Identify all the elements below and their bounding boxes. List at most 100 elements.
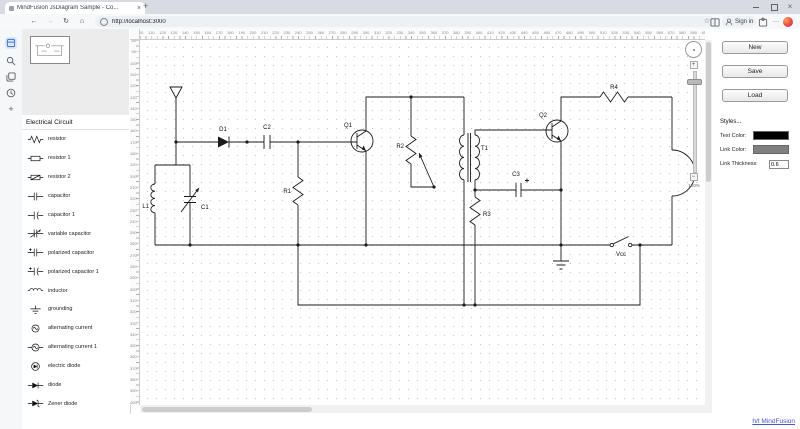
ruler-number: 160 <box>130 128 137 134</box>
palette-item-alternating-current-1[interactable]: alternating current 1 <box>22 338 129 357</box>
text-color-swatch[interactable] <box>753 131 789 140</box>
ruler-number: 350 <box>419 30 426 35</box>
label-q2: Q2 <box>539 113 548 119</box>
label-r2: R2 <box>396 144 404 150</box>
ruler-number: 380 <box>130 377 137 382</box>
component-q1[interactable] <box>350 129 374 153</box>
forward-button[interactable]: → <box>46 18 54 25</box>
ruler-number: 290 <box>130 275 137 281</box>
sidebar-diagram-icon[interactable] <box>5 37 17 49</box>
new-button[interactable]: New <box>722 41 788 54</box>
zoom-slider-knob[interactable] <box>687 79 702 85</box>
new-tab-button[interactable]: + <box>143 1 149 11</box>
save-button[interactable]: Save <box>722 65 788 78</box>
zoom-slider-track[interactable] <box>692 71 697 173</box>
ruler-number: 120 <box>130 83 137 89</box>
palette-item-resistor[interactable]: resistor <box>22 130 129 149</box>
scrollbar-thumb[interactable] <box>706 42 711 182</box>
extensions-puzzle-icon[interactable] <box>757 16 769 27</box>
load-button[interactable]: Load <box>722 89 788 102</box>
browser-menu-icon[interactable]: … <box>772 17 780 24</box>
ruler-number: 580 <box>679 30 686 35</box>
component-q2[interactable] <box>545 119 569 143</box>
site-info-icon[interactable] <box>100 17 108 26</box>
ruler-number: 190 <box>238 30 246 35</box>
component-vcc-switch[interactable] <box>609 236 633 248</box>
component-t1[interactable] <box>459 97 553 305</box>
component-r2[interactable] <box>405 97 435 188</box>
component-l1[interactable] <box>150 165 156 245</box>
sidebar-add-icon[interactable]: + <box>8 104 14 114</box>
sign-in-button[interactable]: Sign in <box>722 16 757 27</box>
palette-item-diode[interactable]: diode <box>22 376 129 395</box>
zoom-dial[interactable] <box>685 41 702 58</box>
ruler-number: 170 <box>130 139 137 145</box>
zoom-out-button[interactable]: − <box>689 173 698 181</box>
palette-item-label: resistor <box>48 136 67 143</box>
footer-link[interactable]: h/t MindFusion <box>752 418 795 425</box>
ruler-number: 130 <box>130 94 137 100</box>
address-bar[interactable]: http://localhost:3000 ☆ <box>95 16 715 27</box>
ruler-number: 370 <box>441 30 449 35</box>
ground-symbol[interactable] <box>553 245 569 270</box>
component-d1[interactable] <box>218 136 230 148</box>
ruler-number: 410 <box>486 30 494 35</box>
window-maximize-button[interactable] <box>766 0 782 14</box>
sign-in-label: Sign in <box>735 18 754 25</box>
scrollbar-thumb[interactable] <box>142 406 312 412</box>
palette-item-inductor[interactable]: inductor <box>22 281 129 300</box>
component-r3[interactable] <box>469 190 481 305</box>
sidebar-search-icon[interactable] <box>5 55 17 67</box>
palette-item-grounding[interactable]: grounding <box>22 300 129 319</box>
back-button[interactable]: ← <box>30 18 38 25</box>
component-c3[interactable] <box>515 178 529 198</box>
link-color-swatch[interactable] <box>753 145 789 154</box>
browser-tabstrip: MindFusion JsDiagram Sample - Co... × + … <box>0 0 800 14</box>
antenna-symbol[interactable] <box>169 86 183 142</box>
link-thickness-input[interactable] <box>769 160 789 169</box>
split-screen-icon[interactable] <box>709 16 721 27</box>
palette-item-capacitor[interactable]: capacitor <box>22 187 129 206</box>
component-r1[interactable] <box>292 142 304 245</box>
palette-item-zener-diode[interactable]: Zener diode <box>22 394 129 413</box>
overview-thumbnail[interactable] <box>30 36 70 64</box>
ruler-number: 480 <box>566 30 573 35</box>
sidebar-collections-icon[interactable] <box>5 71 17 83</box>
wire[interactable] <box>155 142 190 166</box>
tab-close-icon[interactable]: × <box>136 4 141 12</box>
browser-tab[interactable]: MindFusion JsDiagram Sample - Co... × <box>5 2 145 14</box>
palette-item-resistor-1[interactable]: resistor 1 <box>22 149 129 168</box>
circuit-diagram[interactable]: D1 C2 Q1 R1 R2 T1 C3 Q2 R4 R3 L1 C1 Vcc <box>140 40 705 405</box>
palette-item-variable-capacitor[interactable]: variable capacitor <box>22 224 129 243</box>
overview-panel[interactable] <box>22 29 129 116</box>
ruler-number: 400 <box>475 30 483 35</box>
wire[interactable] <box>365 96 464 131</box>
wire[interactable] <box>297 245 641 306</box>
ruler-number: 80 <box>131 40 136 43</box>
copilot-icon[interactable] <box>783 16 793 27</box>
zoom-in-button[interactable]: + <box>689 61 698 69</box>
wire[interactable] <box>560 96 600 121</box>
component-c2[interactable] <box>263 135 271 149</box>
component-c1[interactable] <box>180 165 200 245</box>
window-close-button[interactable]: × <box>787 2 793 11</box>
palette-item-label: alternating current 1 <box>48 344 97 351</box>
refresh-button[interactable]: ↻ <box>63 18 69 25</box>
canvas-vertical-scrollbar[interactable] <box>705 40 712 405</box>
ruler-number: 210 <box>260 30 268 35</box>
sidebar-history-icon[interactable] <box>5 87 17 99</box>
palette-item-alternating-current[interactable]: alternating current <box>22 319 129 338</box>
palette-header[interactable]: Electrical Circuit <box>22 115 129 130</box>
component-r4[interactable] <box>599 91 629 103</box>
home-button[interactable]: ⌂ <box>79 18 85 25</box>
palette-item-polarized-capacitor[interactable]: polarized capacitor <box>22 243 129 262</box>
palette-item-electric-diode[interactable]: electric diode <box>22 357 129 376</box>
palette-item-resistor-2[interactable]: resistor 2 <box>22 168 129 187</box>
palette-item-polarized-capacitor-1[interactable]: polarized capacitor 1 <box>22 262 129 281</box>
palette-item-capacitor-1[interactable]: capacitor 1 <box>22 206 129 225</box>
window-minimize-button[interactable] <box>748 0 764 14</box>
ruler-number: 230 <box>283 30 291 35</box>
favorite-star-icon[interactable]: ☆ <box>703 18 710 25</box>
diagram-canvas[interactable]: D1 C2 Q1 R1 R2 T1 C3 Q2 R4 R3 L1 C1 Vcc <box>140 40 705 405</box>
canvas-horizontal-scrollbar[interactable] <box>140 405 705 413</box>
